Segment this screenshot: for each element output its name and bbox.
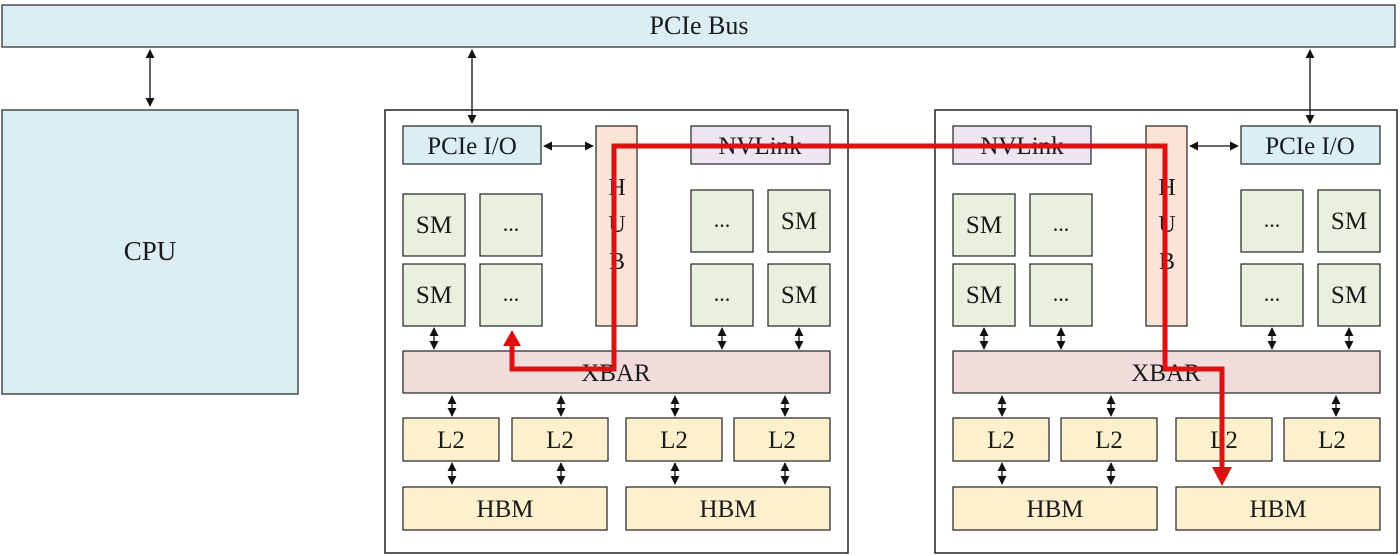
gpu-left-sm-1 [402,193,466,257]
gpu-right-l2-1-label: L2 [987,427,1015,454]
pcie-bus [1,4,1396,48]
gpu-left-hub-u: U [608,212,625,238]
gpu-left-sm-3-label: SM [781,208,817,235]
gpu-left-sm-ellipsis-4 [690,263,754,327]
gpu-right-sm-2 [952,263,1016,327]
gpu-right-hbm-2-label: HBM [1250,496,1307,523]
gpu-left-sm-3 [767,189,831,253]
gpu-left-pcie-io-label: PCIe I/O [427,133,517,160]
gpu-left-sm-1-label: SM [416,212,452,239]
cpu-label: CPU [124,236,177,266]
gpu-right-sm-4 [1317,263,1381,327]
gpu-right-pcie-io [1240,125,1381,165]
gpu-right-sm-ellipsis-4 [1240,263,1304,327]
gpu-left-l2-4-label: L2 [768,427,796,454]
gpu-left-hub-b: B [609,249,625,275]
gpu-right-sm-ellipsis-3-label: ... [1264,207,1281,232]
route-arrowhead-sm [503,330,521,346]
gpu-right-sm-ellipsis-3 [1240,189,1304,253]
gpu-right-pcie-io-label: PCIe I/O [1265,133,1355,160]
gpu-right-hbm-1 [952,486,1158,531]
gpu-left-hub-h: H [608,175,625,201]
gpu-left-sm-ellipsis-4-label: ... [714,281,731,306]
gpu-left-hbm-2-label: HBM [700,496,757,523]
gpu-right-sm-2-label: SM [966,282,1002,309]
gpu-left-l2-1-label: L2 [437,427,465,454]
gpu-left-hbm-1-label: HBM [477,496,534,523]
gpu-left-sm-4-label: SM [781,282,817,309]
gpu-left-pcie-io [402,125,542,165]
gpu-right-sm-ellipsis-1-label: ... [1053,211,1070,236]
gpu-right-sm-3 [1317,189,1381,253]
gpu-right-sm-4-label: SM [1331,282,1367,309]
gpu-left-l2-4 [733,417,831,462]
gpu-right: NVLink H U B PCIe I/O SM ... SM ... ... … [934,49,1398,554]
gpu-right-sm-1-label: SM [966,212,1002,239]
gpu-right-hbm-2 [1175,486,1381,531]
gpu-left-sm-ellipsis-1 [479,193,543,257]
pcie-bus-label: PCIe Bus [650,11,749,40]
gpu-left-sm-ellipsis-3 [690,189,754,253]
gpu-right-l2-1 [952,417,1050,462]
gpu-left-sm-ellipsis-3-label: ... [714,207,731,232]
gpu-left-sm-4 [767,263,831,327]
gpu-right-sm-ellipsis-4-label: ... [1264,281,1281,306]
gpu-right-sm-1 [952,193,1016,257]
gpu-left-sm-2-label: SM [416,282,452,309]
gpu-right-l2-2-label: L2 [1095,427,1123,454]
gpu-left-l2-2-label: L2 [546,427,574,454]
gpu-left-sm-ellipsis-2-label: ... [503,281,520,306]
gpu-right-sm-3-label: SM [1331,208,1367,235]
gpu-left-hbm-1 [402,486,608,531]
gpu-left-hbm-2 [625,486,831,531]
gpu-left-l2-3 [625,417,723,462]
gpu-right-sm-ellipsis-1 [1029,193,1093,257]
route-arrowhead-hbm [1212,467,1232,486]
gpu-left-sm-2 [402,263,466,327]
gpu-left-sm-ellipsis-1-label: ... [503,211,520,236]
gpu-right-hbm-1-label: HBM [1027,496,1084,523]
nvlink-data-route [509,143,1225,468]
gpu-right-l2-4-label: L2 [1318,427,1346,454]
gpu-right-l2-4 [1283,417,1381,462]
cpu-block [1,109,299,395]
gpu-right-sm-ellipsis-2 [1029,263,1093,327]
gpu-left-sm-ellipsis-2 [479,263,543,327]
gpu-left-l2-1 [402,417,500,462]
gpu-left-l2-2 [511,417,609,462]
gpu-right-sm-ellipsis-2-label: ... [1053,281,1070,306]
gpu-right-l2-2 [1060,417,1158,462]
gpu-left-l2-3-label: L2 [660,427,688,454]
